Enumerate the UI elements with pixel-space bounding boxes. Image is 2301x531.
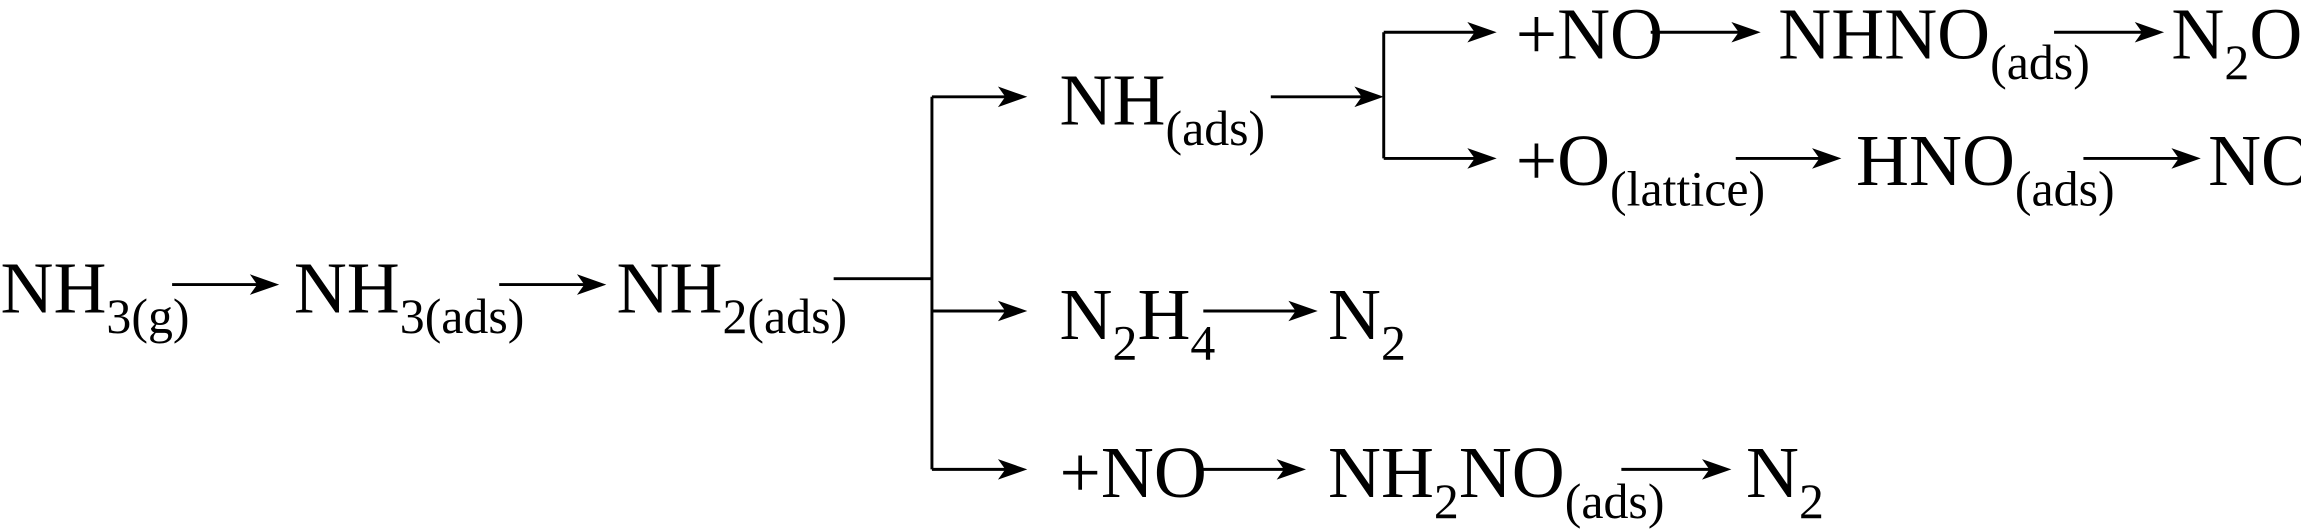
product-n2o: N2O bbox=[2171, 0, 2301, 90]
arrow bbox=[1735, 148, 1842, 169]
reagent-no: +NO bbox=[1516, 0, 1663, 75]
species-nhno-ads: NHNO(ads) bbox=[1778, 0, 2089, 90]
species-nh2-ads: NH2(ads) bbox=[617, 247, 848, 344]
species-nh-ads: NH(ads) bbox=[1060, 60, 1266, 157]
product-n2: N2 bbox=[1328, 274, 1406, 371]
arrow bbox=[1203, 300, 1318, 322]
branch-connector bbox=[833, 86, 1028, 480]
reagent-o-lattice: +O(lattice) bbox=[1516, 120, 1765, 217]
reagent-no: +NO bbox=[1060, 432, 1207, 513]
sub-branch-connector bbox=[1382, 22, 1497, 169]
species-nh2no-ads: NH2NO(ads) bbox=[1328, 432, 1664, 529]
arrow bbox=[172, 274, 280, 295]
species-n2h4: N2H4 bbox=[1060, 274, 1216, 371]
arrow bbox=[2083, 148, 2201, 169]
species-nh3-ads: NH3(ads) bbox=[294, 247, 525, 344]
product-n2: N2 bbox=[1746, 432, 1824, 529]
arrow bbox=[1650, 22, 1761, 43]
arrow bbox=[1621, 459, 1732, 480]
species-hno-ads: HNO(ads) bbox=[1856, 120, 2115, 217]
species-nh3-gas: NH3(g) bbox=[0, 247, 189, 344]
arrow bbox=[1203, 459, 1306, 480]
product-no: NO bbox=[2208, 120, 2301, 201]
arrow bbox=[1270, 86, 1384, 108]
arrow bbox=[2054, 22, 2165, 43]
arrow bbox=[499, 274, 607, 295]
